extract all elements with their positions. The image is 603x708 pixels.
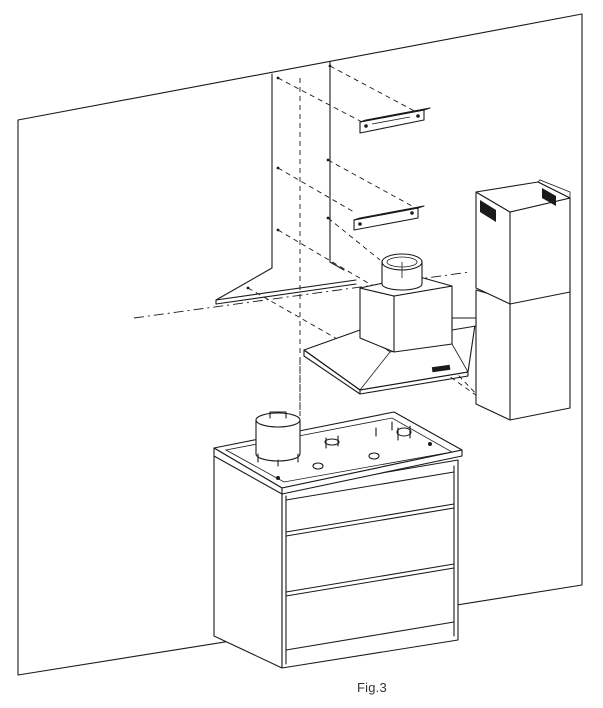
wall-mounting-template <box>215 61 357 305</box>
figure-caption: Fig.3 <box>357 680 387 695</box>
control-panel-icon <box>431 364 451 373</box>
burner-icon <box>324 438 340 446</box>
upper-mounting-bracket <box>359 107 431 134</box>
gas-hob <box>213 411 463 495</box>
lower-mounting-bracket <box>353 205 425 231</box>
cooking-pot <box>255 411 301 467</box>
hob-knob-icon <box>276 476 280 480</box>
burner-icon <box>368 452 380 460</box>
drill-hole-markers <box>246 64 332 290</box>
hob-knob-icon <box>428 442 432 446</box>
burner-icon <box>396 427 412 437</box>
burner-icon <box>312 462 324 470</box>
chimney-cover <box>475 179 571 421</box>
cooker-hood <box>303 253 477 395</box>
kitchen-cabinet <box>213 455 459 669</box>
